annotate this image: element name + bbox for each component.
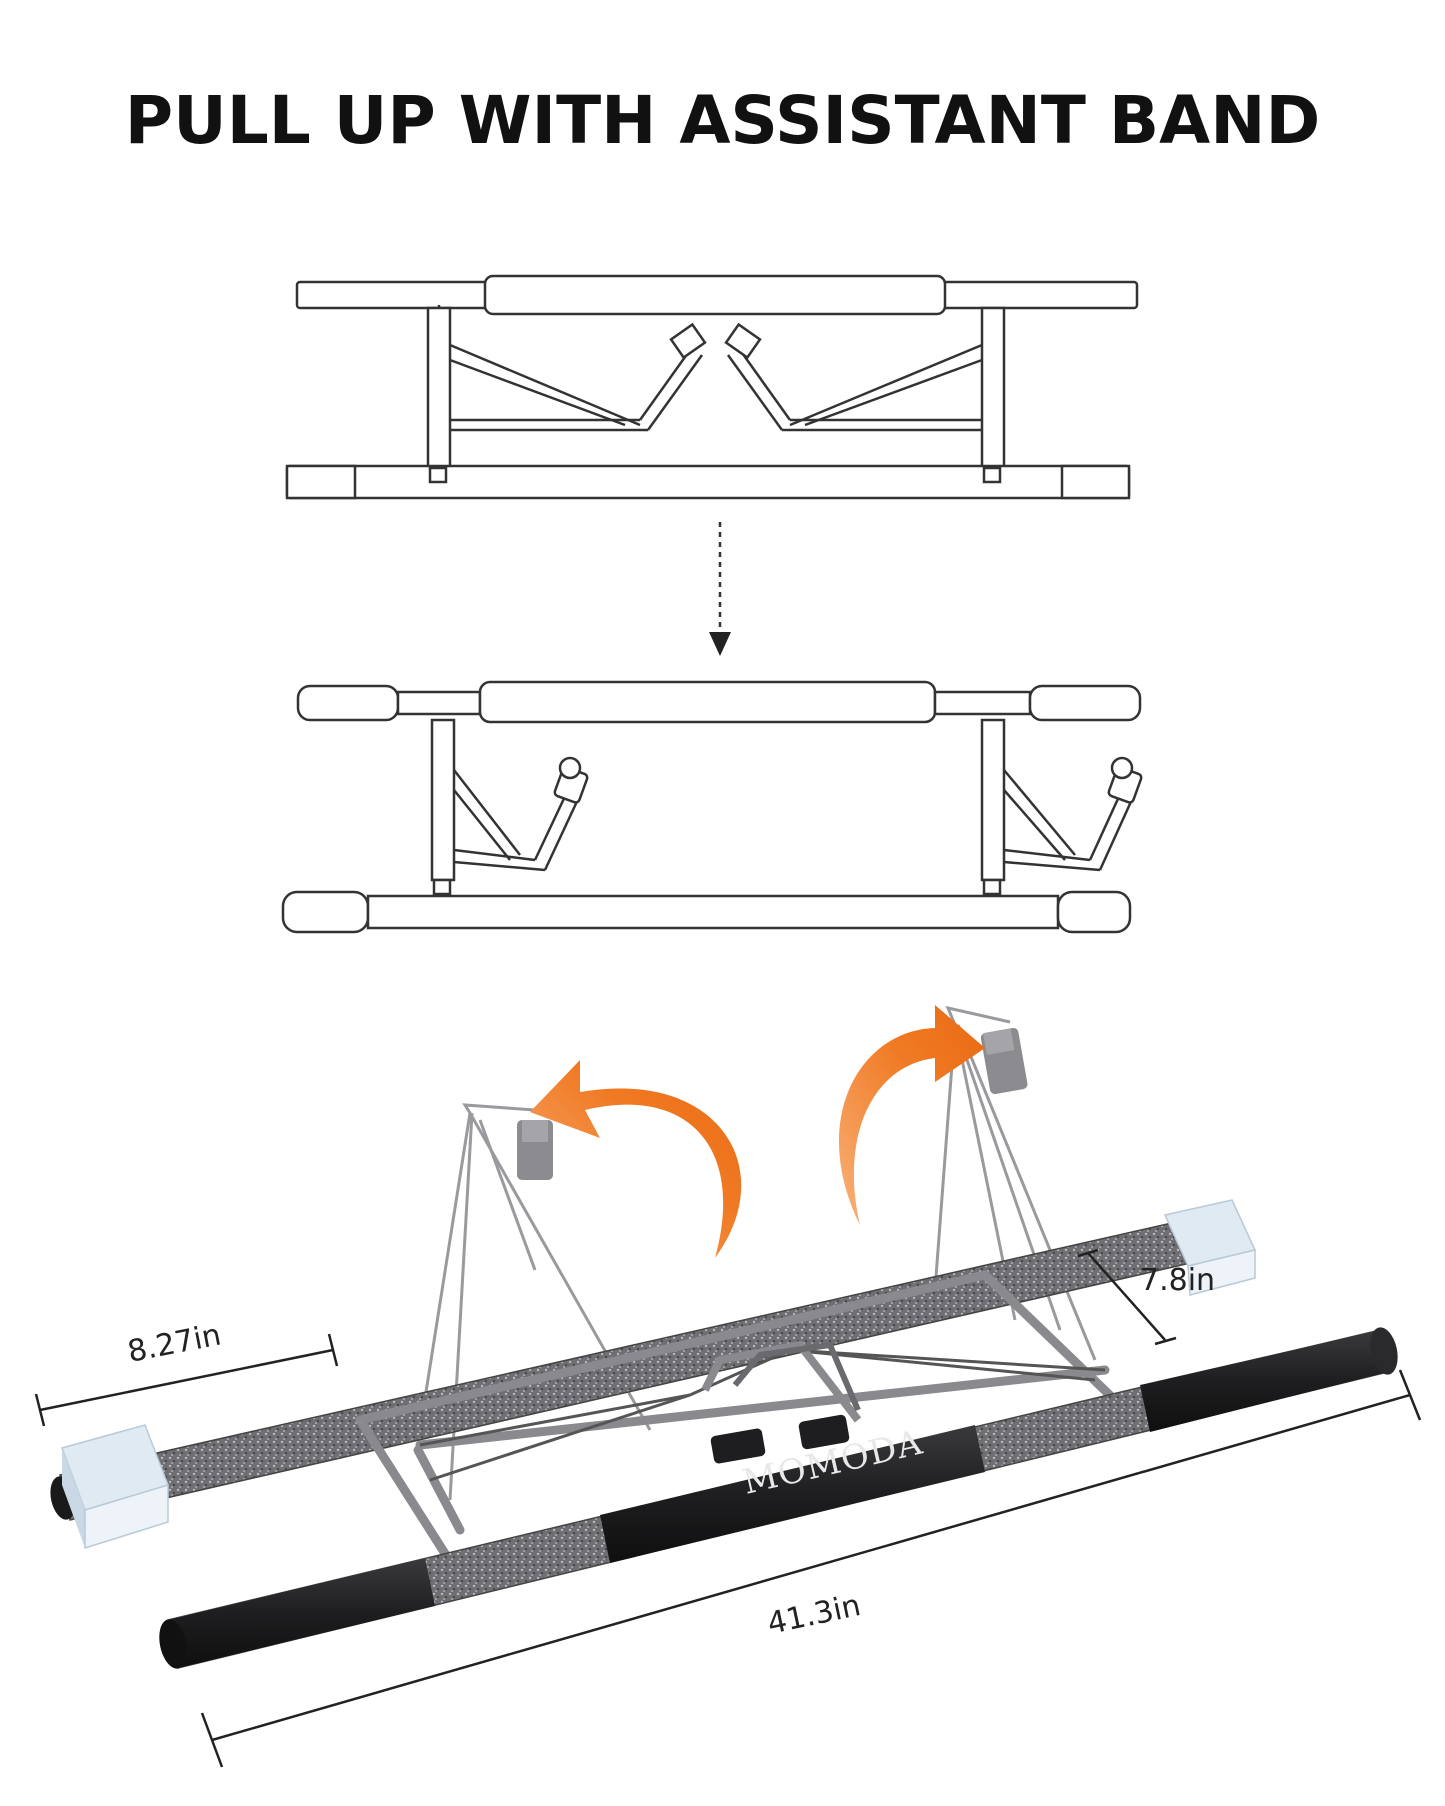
hook-cap-left: [517, 1120, 553, 1180]
frame-arms: [355, 1270, 1125, 1590]
dimension-depth: [1077, 1248, 1177, 1346]
unfolded-bar-drawing: [281, 680, 1143, 934]
assistant-band-left: [418, 1103, 652, 1501]
curved-arrow-icon-right: [839, 1005, 985, 1225]
door-pad-left: [61, 1424, 169, 1550]
rear-steel-bar: [50, 1219, 1196, 1521]
pull-up-bar-render: MOMODA: [50, 1005, 1398, 1669]
dimension-total-length: [200, 1369, 1422, 1768]
dimension-label-depth: 7.8in: [1140, 1263, 1215, 1298]
down-arrow-icon: [709, 522, 731, 656]
folded-bar-drawing: [285, 274, 1139, 500]
door-pad-right: [1163, 1199, 1257, 1296]
dimension-label-width: 8.27in: [125, 1318, 224, 1370]
front-grip-bar: [159, 1327, 1398, 1669]
dimension-left-width: [34, 1333, 339, 1427]
center-bracket: [701, 1340, 862, 1464]
page-title: PULL UP WITH ASSISTANT BAND: [124, 82, 1321, 159]
hook-cap-right: [980, 1027, 1028, 1095]
curved-arrow-icon: [530, 1060, 742, 1258]
dimension-label-length: 41.3in: [764, 1588, 863, 1642]
